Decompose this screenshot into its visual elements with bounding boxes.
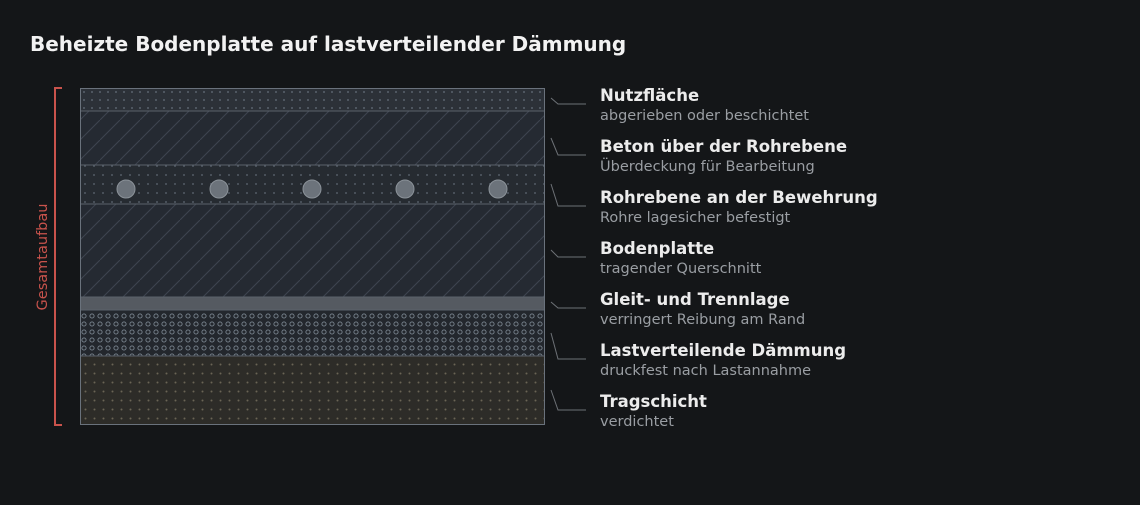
layer-description: Rohre lagesicher befestigt [600, 210, 791, 226]
layer-label: Bodenplatte tragender Querschnitt [600, 239, 761, 279]
heating-pipe [302, 179, 322, 199]
layer-label: Nutzfläche abgerieben oder beschichtet [600, 86, 809, 126]
layer-name: Lastverteilende Dämmung [600, 341, 847, 360]
layer-label: Tragschicht verdichtet [600, 392, 707, 432]
leader-line [550, 389, 586, 411]
layer-label: Beton über der Rohrebene Überdeckung für… [600, 137, 847, 177]
heating-pipe [209, 179, 229, 199]
leader-line [550, 249, 586, 258]
layer-nutzflaeche [80, 88, 545, 111]
layer-beton-ueber-rohrebene [80, 111, 545, 165]
leader-line [550, 137, 586, 156]
layer-tragschicht [80, 356, 545, 425]
layer-gleit-trennlage [80, 297, 545, 310]
layer-name: Nutzfläche [600, 86, 700, 105]
layer-label: Rohrebene an der Bewehrung Rohre lagesic… [600, 188, 878, 228]
layer-description: tragender Querschnitt [600, 261, 762, 277]
layer-description: verdichtet [600, 414, 674, 430]
diagram-title: Beheizte Bodenplatte auf lastverteilende… [30, 32, 627, 56]
layer-name: Gleit- und Trennlage [600, 290, 790, 309]
layer-daemmung [80, 310, 545, 356]
heating-pipe [116, 179, 136, 199]
layer-bodenplatte [80, 204, 545, 297]
leader-lines [550, 97, 586, 411]
layer-description: druckfest nach Lastannahme [600, 363, 812, 379]
overall-label: Gesamtaufbau [35, 203, 51, 311]
heating-pipe [395, 179, 415, 199]
layer-name: Tragschicht [600, 392, 707, 411]
section-outline [80, 88, 545, 425]
overall-bracket [54, 87, 62, 426]
layer-rohrebene [80, 165, 545, 204]
layer-name: Rohrebene an der Bewehrung [600, 188, 878, 207]
heating-pipe [488, 179, 508, 199]
layer-label: Gleit- und Trennlage verringert Reibung … [600, 290, 805, 330]
layer-label: Lastverteilende Dämmung druckfest nach L… [600, 341, 846, 381]
leader-line [550, 97, 586, 105]
leader-line [550, 332, 586, 360]
layer-name: Bodenplatte [600, 239, 715, 258]
layer-description: abgerieben oder beschichtet [600, 108, 809, 124]
layer-separators [80, 110, 545, 357]
leader-line [550, 183, 586, 207]
layer-description: verringert Reibung am Rand [600, 312, 806, 328]
layer-name: Beton über der Rohrebene [600, 137, 848, 156]
layer-description: Überdeckung für Bearbeitung [600, 159, 815, 175]
leader-line [550, 301, 586, 309]
